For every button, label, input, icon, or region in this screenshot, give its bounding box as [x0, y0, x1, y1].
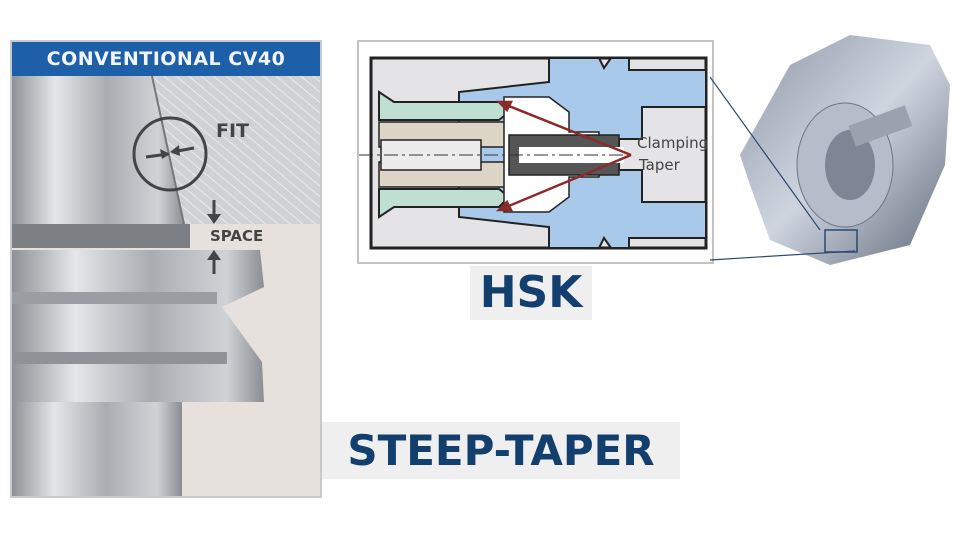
flange-gap — [12, 224, 190, 248]
taper-shank — [12, 76, 184, 224]
space-label: SPACE — [210, 227, 264, 245]
fit-label: FIT — [216, 120, 250, 142]
fit-circle-icon — [132, 116, 208, 192]
conventional-cv40-title: CONVENTIONAL CV40 — [12, 42, 320, 76]
taper-label: Taper — [638, 156, 681, 174]
fit-arrow-icon — [160, 149, 170, 159]
clamping-taper-arrows-icon — [495, 100, 632, 212]
hsk-label: HSK — [470, 266, 592, 320]
hsk-tool-3d-illustration — [710, 35, 950, 265]
hsk-cross-section: Clamping Taper — [357, 40, 714, 264]
v-flange — [12, 250, 264, 402]
steep-taper-label: STEEP-TAPER — [322, 422, 680, 479]
detail-marker — [824, 229, 858, 253]
spindle-bore — [152, 76, 320, 224]
conventional-cv40-panel: CONVENTIONAL CV40 FIT SPACE — [10, 40, 322, 498]
clamping-label: Clamping — [637, 134, 708, 152]
cv40-taper-illustration — [12, 75, 320, 496]
hsk-section-drawing: Clamping Taper — [359, 56, 708, 250]
